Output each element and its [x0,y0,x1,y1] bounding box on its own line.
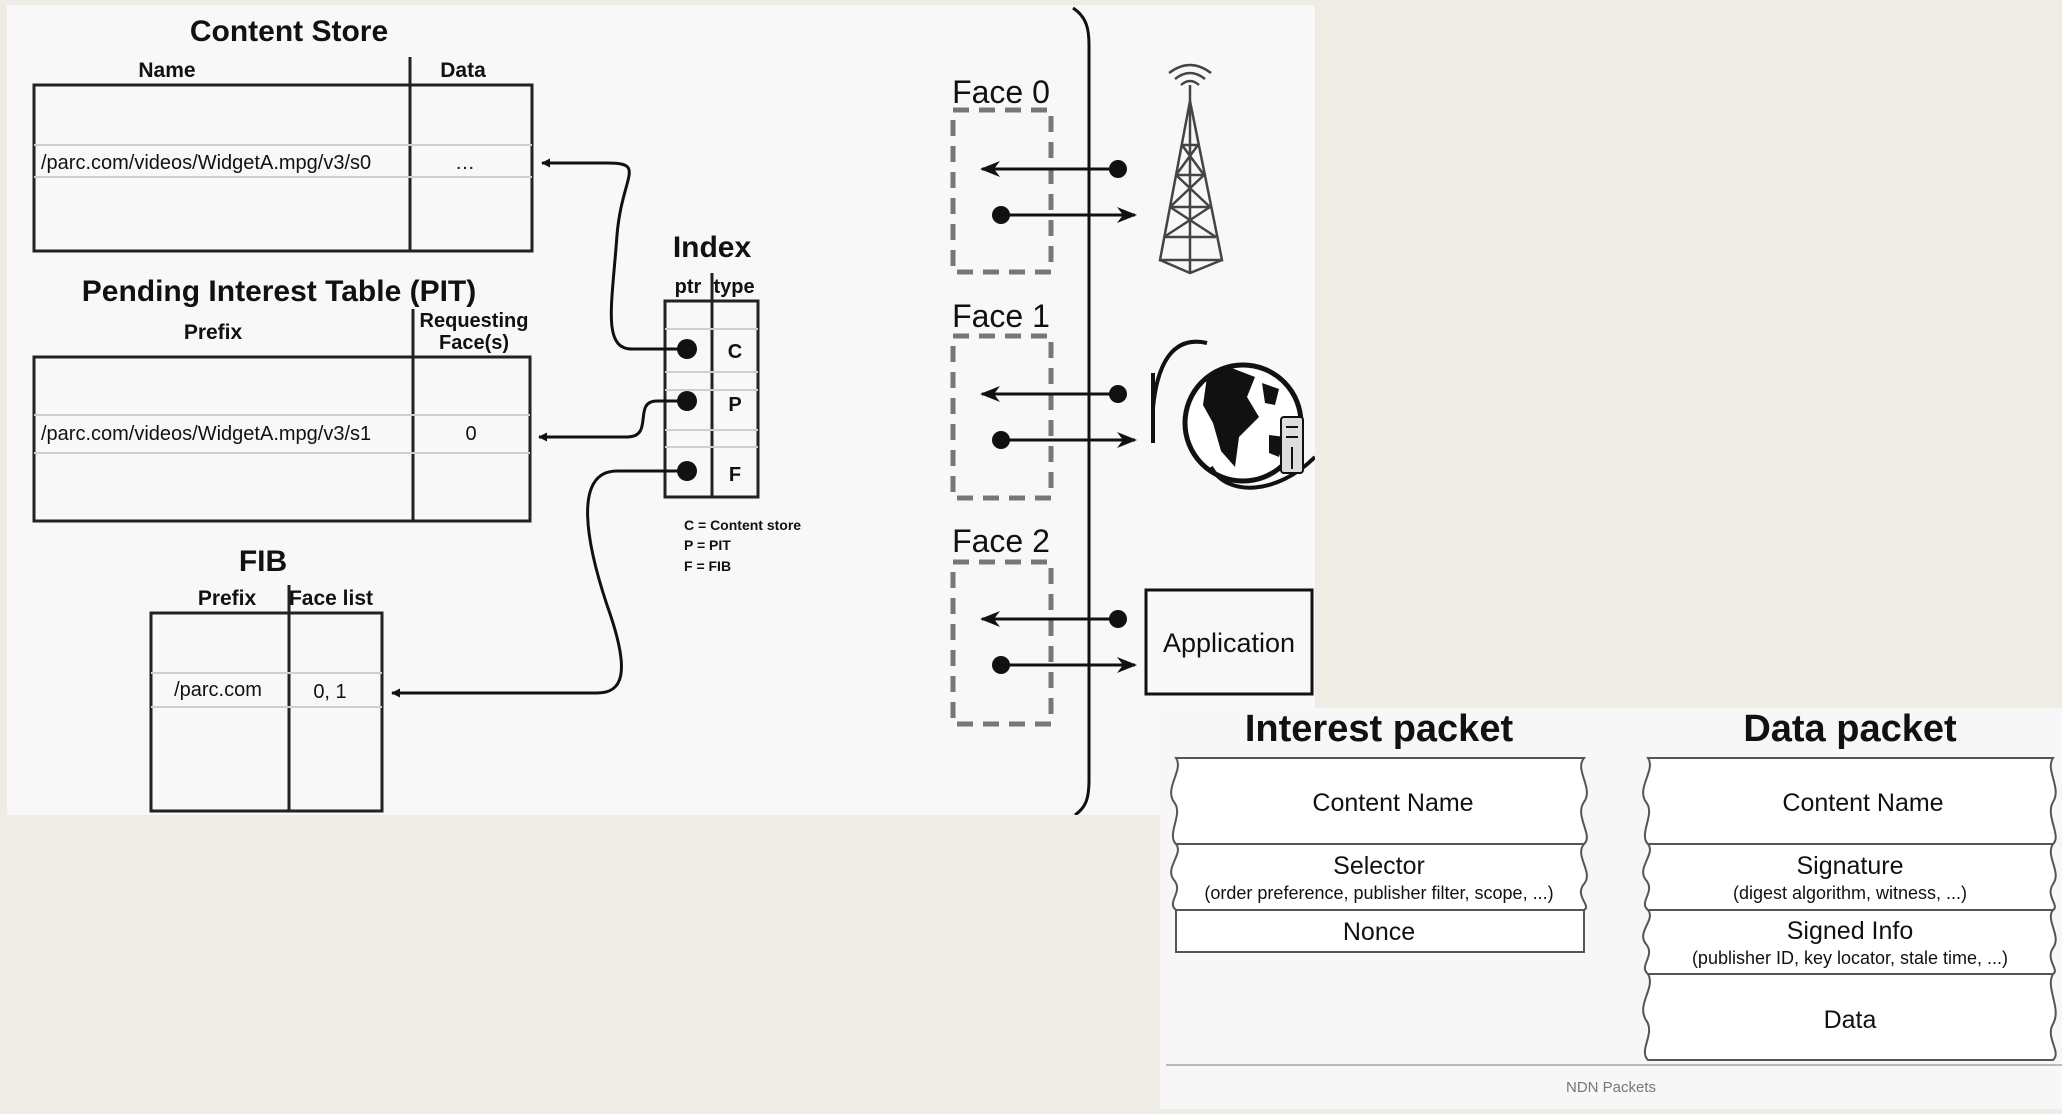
index-legend-f: F = FIB [684,558,731,574]
data-signed-info-detail: (publisher ID, key locator, stale time, … [1692,948,2008,968]
data-packet-title: Data packet [1743,708,1957,750]
face0-box [950,107,1054,275]
face-2: Face 2 [950,523,1137,727]
data-data: Data [1824,1006,1877,1034]
data-content-name: Content Name [1782,789,1943,817]
packets-svg: Interest packet Content Name Selector (o… [1166,708,2062,1096]
index-legend-c: C = Content store [684,517,801,533]
pit-row-faces: 0 [465,423,476,445]
content-store-table: Content Store Name Data /parc.com/videos… [32,15,534,253]
pit-col-faces-line1: Requesting [420,310,529,332]
fib-title: FIB [239,545,287,578]
fib-table: FIB Prefix Face list /parc.com 0, 1 [149,545,384,813]
interest-nonce: Nonce [1343,918,1415,946]
face-1: Face 1 [950,298,1137,501]
fib-row-prefix: /parc.com [174,679,262,701]
face2-label: Face 2 [952,523,1050,559]
figure-caption: NDN Packets [1566,1079,1656,1096]
index-row-c: C [728,341,742,363]
data-signature-detail: (digest algorithm, witness, ...) [1733,883,1967,903]
interest-packet-title: Interest packet [1245,708,1514,750]
pit-col-faces-line2: Face(s) [439,332,509,354]
ndn-forwarding-diagram: Content Store Name Data /parc.com/videos… [7,5,1317,817]
application-box: Application [1144,588,1314,696]
data-signature: Signature [1796,852,1903,880]
ndn-packets-figure: Interest packet Content Name Selector (o… [1160,708,2062,1109]
index-col-type: type [713,276,754,298]
content-store-title: Content Store [190,15,388,48]
interest-selector: Selector [1333,852,1425,880]
index-row-p: P [728,394,741,416]
content-store-row-name: /parc.com/videos/WidgetA.mpg/v3/s0 [41,152,371,174]
face1-box [950,333,1054,501]
fib-row-facelist: 0, 1 [313,681,346,703]
index-row-f: F [729,464,741,486]
index-to-fib-arrow [391,469,687,698]
interest-selector-detail: (order preference, publisher filter, sco… [1204,883,1553,903]
pit-table: Pending Interest Table (PIT) Prefix Requ… [32,275,532,523]
pit-col-prefix: Prefix [184,321,243,344]
antenna-tower-icon [1158,63,1224,275]
content-store-col-name: Name [138,59,195,82]
face-0: Face 0 [950,74,1137,275]
index-col-ptr: ptr [675,276,702,298]
application-label: Application [1163,628,1295,658]
globe-network-icon [1151,339,1317,490]
data-data-field [1642,973,2057,1061]
interest-content-name: Content Name [1312,789,1473,817]
index-title: Index [673,231,752,264]
fib-col-facelist: Face list [289,587,373,610]
forwarding-diagram-svg: Content Store Name Data /parc.com/videos… [32,6,1317,817]
face2-box [950,559,1054,727]
faces-boundary-line [1072,6,1091,817]
pit-row-prefix: /parc.com/videos/WidgetA.mpg/v3/s1 [41,423,371,445]
index-to-pit-arrow [538,399,687,442]
index-legend-p: P = PIT [684,537,731,553]
index-to-content-store-arrow [541,158,687,351]
content-store-row-data: … [455,152,475,174]
interest-packet: Interest packet Content Name Selector (o… [1170,708,1588,953]
content-store-col-data: Data [440,59,486,82]
pit-title: Pending Interest Table (PIT) [82,275,476,308]
face1-label: Face 1 [952,298,1050,334]
face0-label: Face 0 [952,74,1050,110]
data-signed-info: Signed Info [1787,917,1914,945]
data-packet: Data packet Content Name Signature (dige… [1642,708,2057,1061]
fib-col-prefix: Prefix [198,587,257,610]
interest-nonce-field [1175,909,1585,953]
